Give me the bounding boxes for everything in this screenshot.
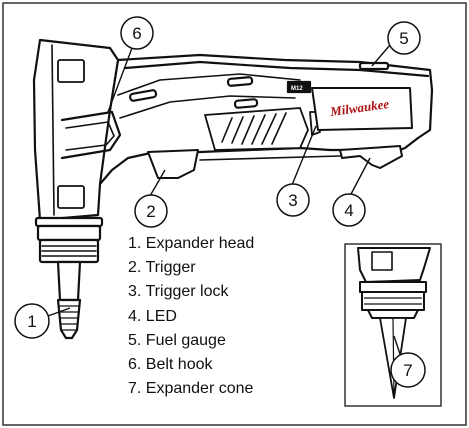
callout-5: 5 [387,21,421,55]
legend-item-trigger: 2. Trigger [128,259,196,277]
callout-4: 4 [332,193,366,227]
belt-hook-inner [65,121,115,151]
head-clip-bottom [57,185,85,209]
inset-head [357,247,431,283]
trigger [147,149,199,179]
inset-cone-split [392,317,395,399]
head-clip-top [57,59,85,83]
leader-lines [47,44,401,355]
svg-text:1: 1 [27,312,36,331]
tool-illustration [32,38,434,340]
vent-slot-3 [233,98,259,109]
head-collar-1 [34,216,104,228]
callout-1: 1 [14,303,50,339]
callout-7: 7 [390,352,426,388]
svg-text:6: 6 [132,24,141,43]
legend-item-fuel-gauge: 5. Fuel gauge [128,331,226,349]
expander-head-housing [32,38,120,222]
leader-4 [349,157,371,197]
leader-5 [371,44,391,67]
svg-text:4: 4 [344,201,353,220]
belt-hook [60,110,122,160]
legend-item-expander-cone: 7. Expander cone [128,380,254,398]
callout-6: 6 [120,16,154,50]
expander-cone-inset [344,243,442,407]
grip-area [204,107,309,151]
parts-legend: 1. Expander head 2. Trigger 3. Trigger l… [128,232,254,401]
vent-slot-2 [226,76,254,87]
leader-2 [149,169,166,197]
legend-item-expander-head: 1. Expander head [128,235,255,252]
led-housing [339,145,403,169]
grip-ribs [221,112,287,145]
legend-item-trigger-lock: 3. Trigger lock [128,283,229,301]
leader-1 [47,307,71,317]
legend-item-belt-hook: 6. Belt hook [128,356,213,374]
body-bottom-line [199,155,341,161]
brand-panel [311,87,413,131]
expander-cone-tip [56,298,82,340]
inset-cone-base [367,309,419,319]
inset-ring [361,291,425,311]
legend-item-led: 4. LED [128,307,177,325]
callout-2: 2 [134,194,168,228]
body-contour-1 [117,73,301,96]
inset-collar [359,281,427,293]
model-badge-text: M12 [291,86,303,92]
body-contour-2 [119,95,296,119]
leader-3 [291,125,317,186]
callout-3: 3 [276,183,310,217]
cone-threads [59,305,79,331]
head-contour [51,44,55,216]
inset-clip [371,251,393,271]
callouts: 1 2 3 4 5 6 7 [14,16,426,388]
thread-marks [41,245,97,257]
body-top-ridge [123,60,430,78]
svg-text:5: 5 [399,29,408,48]
model-badge-box [286,80,312,94]
svg-text:3: 3 [288,191,297,210]
leader-6 [107,47,133,113]
head-collar-2 [36,224,102,242]
svg-text:7: 7 [403,361,412,380]
vent-slot-1 [129,89,158,102]
leader-7 [393,335,401,355]
inset-ring-marks [364,297,422,305]
svg-text:2: 2 [146,202,155,221]
expander-shaft [56,260,82,302]
